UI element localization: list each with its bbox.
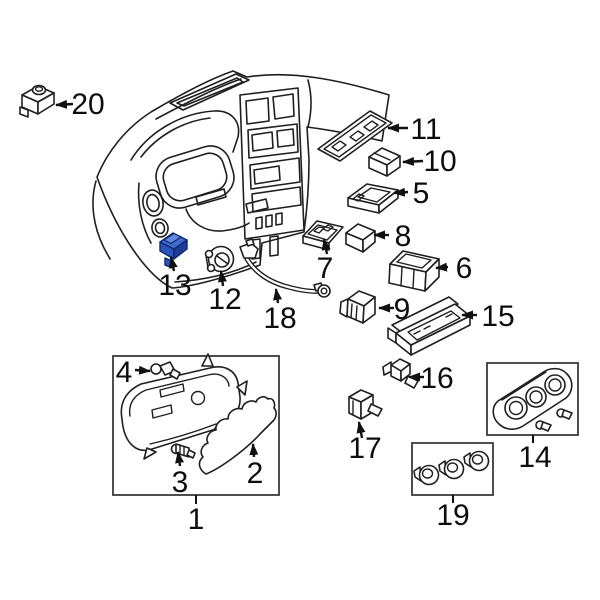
callout-9[interactable]: 9 <box>394 293 411 326</box>
callout-16[interactable]: 16 <box>420 362 453 395</box>
part-16-bulb-socket[interactable] <box>382 358 419 389</box>
callout-8[interactable]: 8 <box>395 220 412 253</box>
part-6-switch[interactable] <box>388 250 440 292</box>
callout-4[interactable]: 4 <box>116 356 133 389</box>
part-9-switch[interactable] <box>339 290 376 324</box>
callout-19[interactable]: 19 <box>436 499 469 532</box>
part-19-knob-set-box[interactable] <box>411 442 494 496</box>
part-4-bulb[interactable] <box>150 361 181 380</box>
callout-6[interactable]: 6 <box>456 252 473 285</box>
part-12-switch[interactable] <box>204 245 235 273</box>
callout-18[interactable]: 18 <box>263 302 296 335</box>
callout-20[interactable]: 20 <box>71 88 104 121</box>
part-14-climate-control-box[interactable] <box>486 362 579 436</box>
callout-12[interactable]: 12 <box>208 283 241 316</box>
leader-arrows <box>55 99 534 504</box>
part-18-wiring-harness[interactable] <box>239 238 331 298</box>
callout-labels: 1 2 3 4 5 6 7 8 9 10 11 12 13 14 15 16 1… <box>71 88 551 536</box>
part-5-switch[interactable] <box>347 183 399 214</box>
callout-7[interactable]: 7 <box>317 252 334 285</box>
part-11-bezel[interactable] <box>317 110 393 162</box>
callout-11[interactable]: 11 <box>410 113 441 146</box>
callout-17[interactable]: 17 <box>348 432 381 465</box>
part-7-switch[interactable] <box>302 220 344 251</box>
part-2-cluster-lens[interactable] <box>198 396 277 475</box>
part-17-switch[interactable] <box>348 389 383 420</box>
callout-15[interactable]: 15 <box>481 300 514 333</box>
callout-10[interactable]: 10 <box>423 145 456 178</box>
part-20-switch[interactable] <box>19 84 55 118</box>
callout-5[interactable]: 5 <box>413 177 430 210</box>
part-10-switch[interactable] <box>368 147 401 177</box>
part-13-switch-highlighted[interactable] <box>159 232 188 269</box>
part-8-switch[interactable] <box>345 223 376 253</box>
dashboard-drawing <box>92 70 390 289</box>
callout-2[interactable]: 2 <box>247 457 264 490</box>
callout-13[interactable]: 13 <box>158 269 191 302</box>
part-15-display[interactable] <box>387 296 471 356</box>
callout-1[interactable]: 1 <box>188 503 205 536</box>
callout-3[interactable]: 3 <box>172 466 189 499</box>
callout-14[interactable]: 14 <box>518 441 551 474</box>
